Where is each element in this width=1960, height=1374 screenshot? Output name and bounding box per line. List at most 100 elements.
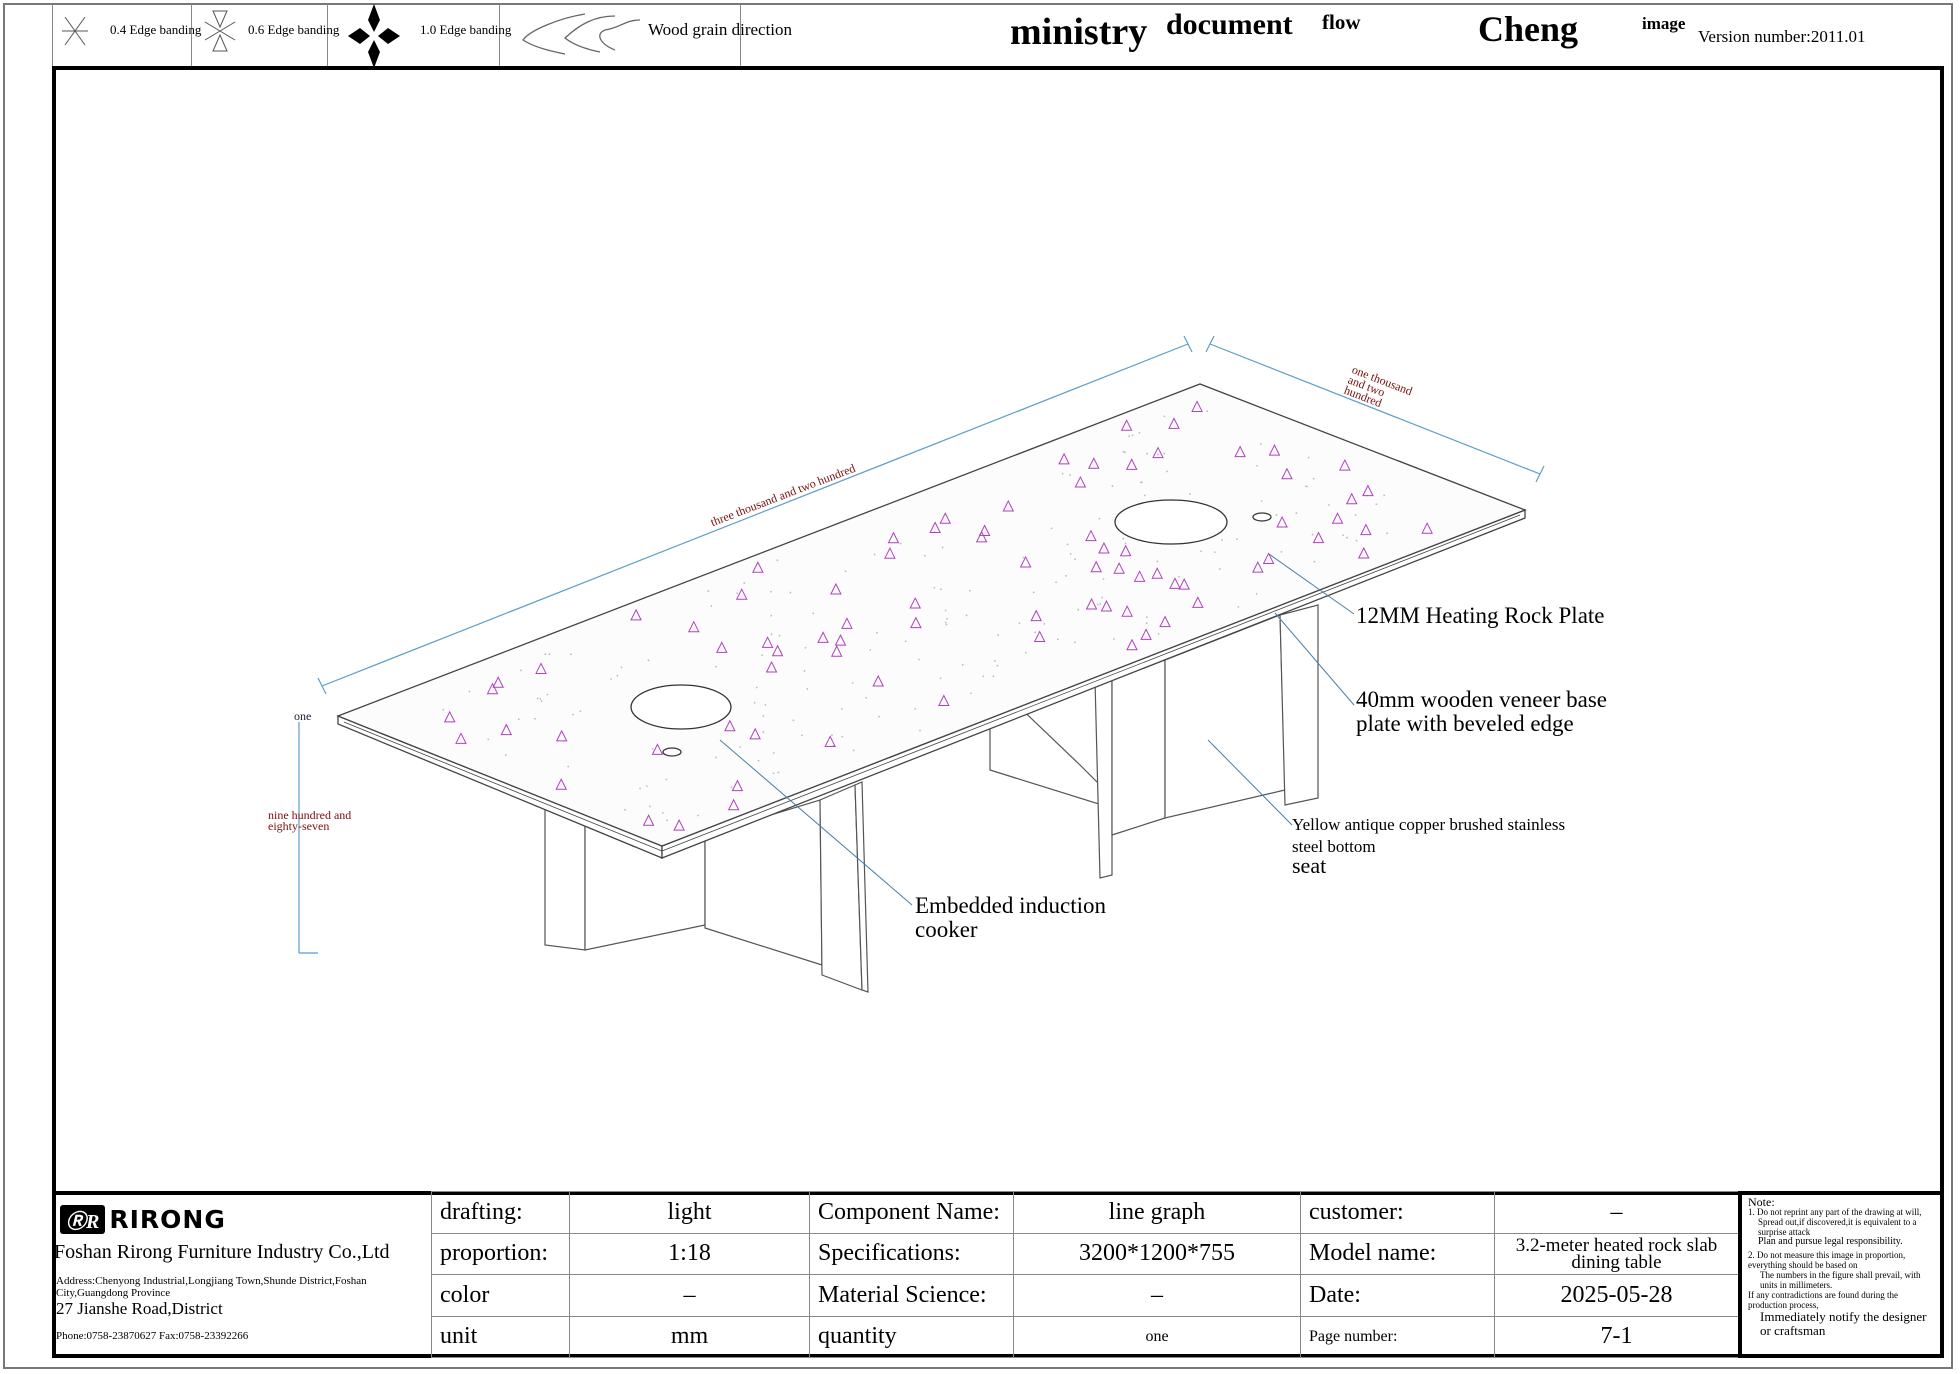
rock-speckle <box>1163 415 1166 418</box>
dimension-lines <box>298 335 1545 954</box>
rock-speckle <box>872 674 885 687</box>
legend-label: 0.4 Edge banding <box>110 22 202 37</box>
rock-speckle <box>944 609 947 612</box>
rock-speckle <box>1143 494 1146 497</box>
rock-speckle <box>1256 464 1258 467</box>
rock-speckle <box>1169 577 1181 589</box>
rock-speckle <box>1125 458 1138 470</box>
asterisk-icon <box>62 16 88 46</box>
rock-speckle <box>1098 517 1101 520</box>
rock-speckle <box>651 748 654 750</box>
rock-speckle <box>1145 616 1148 619</box>
divider <box>740 4 741 66</box>
rock-speckle <box>1213 551 1216 554</box>
rock-speckle <box>993 660 996 662</box>
rock-speckle <box>1281 467 1293 480</box>
rock-speckle <box>1018 622 1021 625</box>
rock-speckle <box>778 634 781 637</box>
rock-speckle <box>1097 603 1099 606</box>
rock-speckle <box>776 559 779 562</box>
rock-plate-top <box>336 383 1527 847</box>
rock-speckle <box>1339 458 1351 471</box>
rock-speckle <box>1140 628 1152 640</box>
rock-speckle <box>736 592 738 595</box>
rock-speckle <box>1360 523 1372 536</box>
company-phone: Phone:0758-23870627 Fax:0758-23392266 <box>56 1330 249 1342</box>
rock-speckle <box>661 812 664 814</box>
rock-speckle <box>982 675 985 678</box>
rock-speckle <box>455 732 467 744</box>
diamond-cross-icon <box>348 4 400 68</box>
rock-speckle <box>743 582 746 585</box>
rear-leg-panel <box>1094 675 1113 879</box>
rock-speckle <box>869 649 872 651</box>
spec-label: Component Name: <box>809 1191 1014 1234</box>
rock-speckle <box>1146 452 1149 455</box>
rock-speckle <box>841 735 844 738</box>
rock-speckle <box>945 623 948 626</box>
rock-speckle <box>715 756 717 759</box>
rock-speckle <box>1061 472 1064 475</box>
rock-speckle <box>546 693 549 696</box>
rock-speckle <box>1255 593 1258 595</box>
rock-speckle <box>817 631 829 643</box>
rock-speckle <box>941 546 944 549</box>
rock-speckle <box>752 561 764 573</box>
rock-speckle <box>1077 608 1080 611</box>
rock-speckle <box>1327 504 1330 506</box>
induction-cooker-left <box>630 684 732 730</box>
rock-speckle <box>534 717 537 720</box>
rock-speckle <box>876 631 878 634</box>
spec-label: Model name: <box>1300 1232 1495 1275</box>
rock-speckle <box>735 588 748 600</box>
callout-steel-seat-3: seat <box>1292 853 1327 878</box>
rock-speckle <box>770 590 772 593</box>
rock-speckle <box>520 669 522 672</box>
rock-speckle <box>536 697 539 700</box>
rock-speckle <box>710 605 713 607</box>
spec-label: Specifications: <box>809 1232 1014 1275</box>
rock-speckle <box>1236 538 1238 541</box>
spec-value: one <box>1013 1315 1301 1358</box>
spec-value: line graph <box>1013 1191 1301 1234</box>
rock-speckle <box>1024 651 1027 654</box>
rock-speckle <box>1355 539 1358 542</box>
rock-speckle <box>630 608 642 621</box>
rock-speckle <box>899 542 902 545</box>
spec-label: drafting: <box>431 1191 570 1234</box>
rock-speckle <box>555 729 568 742</box>
rock-speckle <box>929 521 941 534</box>
rock-speckle <box>914 707 917 710</box>
dim-length-line <box>321 343 1189 687</box>
callout-base-plate-2: plate with beveled edge <box>1356 711 1574 736</box>
rock-speckles <box>442 400 1433 831</box>
company-name: Foshan Rirong Furniture Industry Co.,Ltd <box>54 1241 390 1263</box>
rock-speckle <box>1159 615 1171 628</box>
rock-speckle <box>639 787 641 790</box>
rock-speckle <box>1102 578 1105 580</box>
rock-speckle <box>1276 515 1288 528</box>
dim-height-top-label: one <box>294 709 312 723</box>
rock-speckle <box>997 634 1000 636</box>
rock-speckle <box>939 512 952 524</box>
rock-speckle <box>777 771 780 774</box>
dim-height-label: nine hundred and eighty-seven <box>268 808 352 833</box>
rock-speckle <box>753 701 756 704</box>
rock-speckle <box>1383 494 1386 497</box>
logo-mark-icon: ⓇR <box>60 1205 106 1234</box>
rock-speckle <box>792 719 795 722</box>
rock-speckle <box>727 798 740 811</box>
rock-speckle <box>579 710 582 713</box>
callout-induction-cooker: Embedded induction <box>915 893 1106 918</box>
rock-speckle <box>1119 544 1132 557</box>
rock-speckle <box>1050 527 1053 530</box>
rock-speckle <box>878 715 880 718</box>
rock-speckle <box>487 738 490 741</box>
rock-speckle <box>1345 492 1358 505</box>
title-flow: flow <box>1322 10 1361 34</box>
rock-speckle <box>755 686 758 689</box>
callout-rock-plate: 12MM Heating Rock Plate <box>1356 603 1605 628</box>
rock-speckle <box>1069 552 1072 555</box>
rock-speckle <box>771 644 784 657</box>
